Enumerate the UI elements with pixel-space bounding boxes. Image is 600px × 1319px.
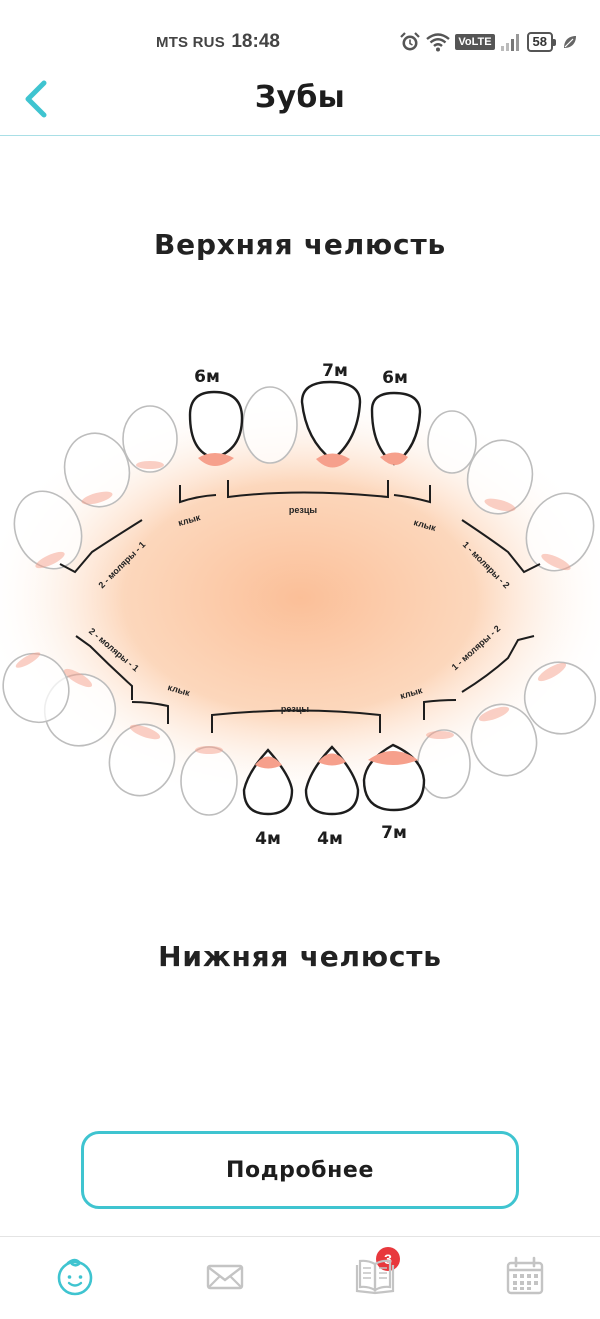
upper-incisors-label: резцы: [289, 505, 318, 515]
upper-highlighted-teeth: [188, 380, 422, 466]
bottom-nav: 3: [0, 1236, 600, 1319]
nav-item-book[interactable]: [300, 1237, 450, 1319]
leaf-icon: [564, 36, 576, 48]
teeth-diagram: резцы клык клык 2 - моляры - 1 1 - моляр…: [0, 361, 600, 849]
nav-item-calendar[interactable]: [450, 1237, 600, 1319]
status-bar: MTS RUS 18:48 VoLTE 58: [0, 0, 600, 80]
lower-age-label-right: 7м: [381, 823, 407, 843]
volte-badge: VoLTE: [455, 34, 495, 50]
signal-icon: [500, 34, 519, 51]
status-time: 18:48: [231, 31, 280, 52]
lower-brackets: [75, 635, 535, 733]
upper-faded-teeth: [13, 386, 595, 572]
nav-item-baby[interactable]: [0, 1237, 150, 1319]
lower-faded-teeth: [2, 652, 597, 816]
status-icons: VoLTE 58: [399, 30, 578, 54]
wifi-icon: [426, 33, 451, 52]
nav-item-messages[interactable]: 3: [150, 1237, 400, 1319]
more-details-button[interactable]: Подробнее: [81, 1131, 519, 1209]
page-title: Зубы: [254, 80, 346, 115]
lower-highlighted-gums: [255, 751, 418, 769]
upper-age-labels: 6м 7м 6м: [194, 361, 408, 388]
header: Зубы: [0, 80, 600, 136]
status-left: MTS RUS 18:48: [156, 31, 280, 53]
book-icon: [355, 1259, 395, 1295]
envelope-icon: [206, 1264, 244, 1290]
calendar-icon: [506, 1256, 544, 1295]
upper-brackets: [59, 480, 541, 574]
upper-age-label-right: 6м: [382, 368, 408, 388]
battery-indicator: 58: [526, 32, 557, 52]
lower-incisors-label: резцы: [281, 704, 310, 714]
baby-face-icon: [57, 1258, 93, 1296]
lower-age-label-center: 4м: [317, 829, 343, 849]
messages-badge: 3: [376, 1247, 400, 1271]
upper-highlighted-gums: [198, 452, 408, 468]
lower-jaw-title: Нижняя челюсть: [158, 940, 442, 973]
alarm-icon: [400, 32, 421, 51]
upper-jaw-title: Верхняя челюсть: [154, 228, 446, 261]
lower-age-label-left: 4м: [255, 829, 281, 849]
carrier-label: MTS RUS: [156, 34, 225, 51]
lower-faded-gums: [15, 652, 567, 754]
lower-age-labels: 4м 4м 7м: [255, 823, 407, 849]
chevron-left-icon: [25, 80, 47, 118]
upper-faded-gums: [35, 461, 571, 571]
upper-age-label-center: 7м: [322, 361, 348, 381]
upper-age-label-left: 6м: [194, 367, 220, 387]
back-button[interactable]: [14, 80, 58, 120]
